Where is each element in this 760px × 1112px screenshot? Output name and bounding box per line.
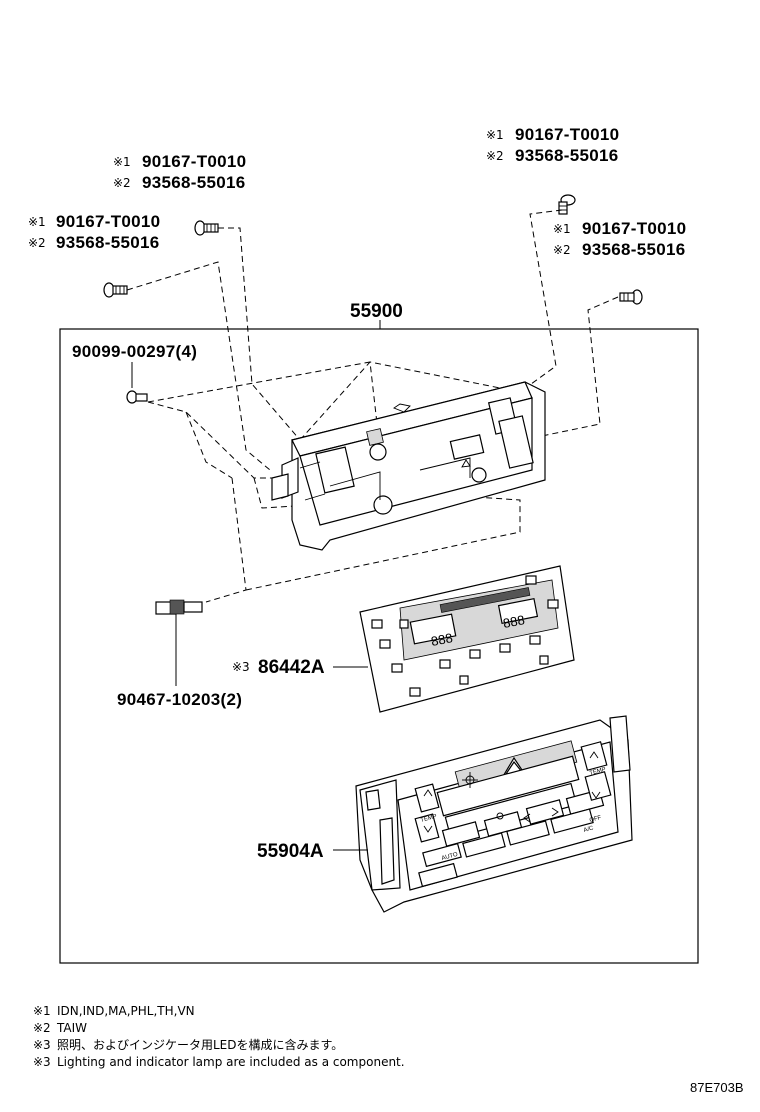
note-mark: ※1 xyxy=(113,155,131,169)
panel-label: 55904A xyxy=(257,841,324,862)
part-number: 90167-T0010 xyxy=(142,152,246,171)
screw-icon xyxy=(194,220,219,236)
ac-button-label: A/C xyxy=(583,825,595,834)
svg-text:888: 888 xyxy=(430,630,454,649)
temp-right-label: TEMP xyxy=(589,767,607,777)
assembly-number: 55900 xyxy=(350,301,403,322)
screw-label-d: ※1 90167-T0010 ※2 93568-55016 xyxy=(553,219,686,259)
screw-label-a: ※1 90167-T0010 ※2 93568-55016 xyxy=(28,212,160,252)
screw-icon xyxy=(103,282,128,298)
small-screw-label: 90099-00297(4) xyxy=(72,342,197,361)
figure-code: 87E703B xyxy=(690,1080,744,1095)
note-mark: ※3 xyxy=(33,1055,51,1069)
note-mark: ※1 xyxy=(33,1004,51,1018)
note-mark: ※3 xyxy=(33,1038,51,1052)
board-label: 86442A xyxy=(258,657,325,678)
note-mark: ※1 xyxy=(486,128,504,142)
temp-left-label: TEMP xyxy=(420,814,438,824)
notes: ※1 IDN,IND,MA,PHL,TH,VN ※2 TAIW ※3 照明、およ… xyxy=(33,1004,405,1069)
note-mark: ※2 xyxy=(113,176,131,190)
note-text: TAIW xyxy=(56,1021,87,1035)
svg-text:888: 888 xyxy=(502,612,526,631)
part-number: 90167-T0010 xyxy=(515,125,619,144)
part-number: 90167-T0010 xyxy=(582,219,686,238)
screw-label-b: ※1 90167-T0010 ※2 93568-55016 xyxy=(113,152,246,192)
circuit-board: 888 888 xyxy=(359,565,575,713)
note-mark: ※2 xyxy=(28,236,46,250)
note-text: IDN,IND,MA,PHL,TH,VN xyxy=(57,1004,195,1018)
note-mark: ※2 xyxy=(553,243,571,257)
part-number: 93568-55016 xyxy=(582,240,686,259)
part-number: 93568-55016 xyxy=(56,233,160,252)
bulb-icon xyxy=(155,599,203,615)
note-mark: ※2 xyxy=(33,1021,51,1035)
small-screw-icon xyxy=(126,390,148,404)
screw-icon xyxy=(558,194,576,215)
part-number: 93568-55016 xyxy=(142,173,246,192)
note-text: 照明、およびインジケータ用LEDを構成に含みます。 xyxy=(57,1037,343,1052)
part-number: 93568-55016 xyxy=(515,146,619,165)
auto-button-label: AUTO xyxy=(441,852,459,862)
screw-label-c: ※1 90167-T0010 ※2 93568-55016 xyxy=(486,125,619,165)
screw-icon xyxy=(619,289,643,305)
bulb-label: 90467-10203(2) xyxy=(117,690,242,709)
note-text: Lighting and indicator lamp are included… xyxy=(57,1055,405,1069)
part-number: 90167-T0010 xyxy=(56,212,160,231)
note-mark: ※2 xyxy=(486,149,504,163)
control-panel: AUTO TEMP TEMP OFF A/C xyxy=(355,715,633,913)
note-mark: ※1 xyxy=(553,222,571,236)
note-mark: ※3 xyxy=(232,660,250,674)
off-button-label: OFF xyxy=(589,815,602,824)
note-mark: ※1 xyxy=(28,215,46,229)
housing-frame xyxy=(271,381,546,551)
assembly-frame xyxy=(59,328,699,964)
